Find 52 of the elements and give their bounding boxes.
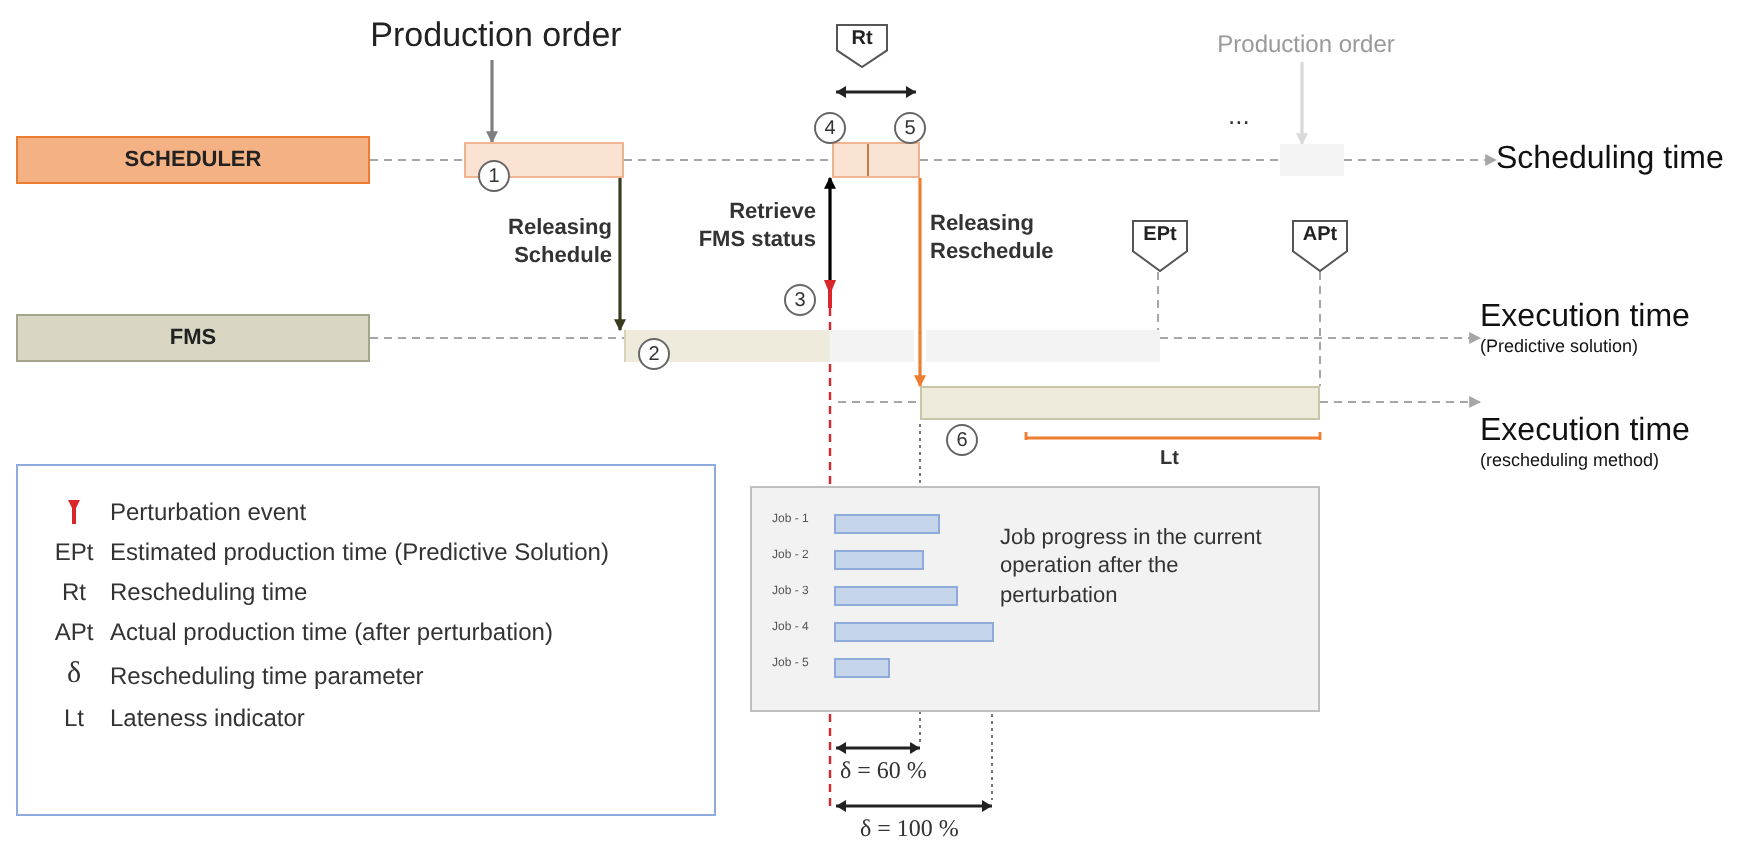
circled-number: 6 <box>946 424 978 456</box>
axis-label: Execution time (Predictive solution) <box>1480 292 1752 364</box>
dimension-label: δ = 60 % <box>840 756 927 786</box>
arrow <box>486 60 498 144</box>
dashed-connector <box>1159 332 1482 344</box>
legend-text: Rescheduling time parameter <box>110 661 426 689</box>
dashed-connector <box>369 159 465 161</box>
legend-symbol: Rt <box>60 578 88 606</box>
lane-box: SCHEDULER <box>16 136 370 184</box>
arrow <box>614 178 626 332</box>
dimension-label: δ = 100 % <box>860 814 959 844</box>
dashed-connector <box>1343 154 1498 166</box>
legend-text: Rescheduling time <box>110 578 310 606</box>
legend-text: Perturbation event <box>110 498 309 526</box>
dashed-connector <box>837 401 921 403</box>
label-text: Scheduling time <box>1496 136 1752 184</box>
legend-symbol: APt <box>52 618 96 646</box>
legend-symbol: δ <box>64 658 84 692</box>
edge-label: Retrieve FMS status <box>696 200 816 255</box>
task-bar <box>830 330 914 362</box>
ellipsis: ... <box>1228 100 1250 130</box>
circled-number: 1 <box>478 160 510 192</box>
axis-label: Execution time (rescheduling method) <box>1480 406 1752 478</box>
circled-number: 3 <box>784 284 816 316</box>
task-bar <box>1280 144 1344 176</box>
arrow <box>824 176 836 280</box>
circled-number: 5 <box>894 112 926 144</box>
task-bar <box>926 330 1160 362</box>
dashed-connector <box>369 337 625 339</box>
dimension-label: Lt <box>1160 448 1179 470</box>
dashed-connector <box>1319 396 1482 408</box>
time-marker: Rt <box>836 24 888 68</box>
legend-symbol: EPt <box>52 538 96 566</box>
circled-number: 4 <box>814 112 846 144</box>
arrow <box>1296 62 1308 146</box>
time-marker: EPt <box>1132 220 1188 272</box>
legend-symbol: Lt <box>61 704 86 732</box>
dashed-connector <box>623 159 833 161</box>
circled-number: 2 <box>638 338 670 370</box>
dashed-connector <box>919 159 1281 161</box>
legend-text: Estimated production time (Predictive Solution) <box>110 538 611 566</box>
dashed-connector <box>1319 271 1321 387</box>
legend-text: Lateness indicator <box>110 704 307 732</box>
time-marker: APt <box>1292 220 1348 272</box>
label-text: Production order <box>1196 30 1416 62</box>
arrow <box>914 178 926 388</box>
label-text: Production order <box>376 12 616 60</box>
lane-box: FMS <box>16 314 370 362</box>
legend-text: Actual production time (after perturbation) <box>110 618 555 646</box>
edge-label: Releasing Reschedule <box>930 212 1056 267</box>
dashed-connector <box>1157 271 1159 331</box>
edge-label: Releasing Schedule <box>506 216 612 271</box>
